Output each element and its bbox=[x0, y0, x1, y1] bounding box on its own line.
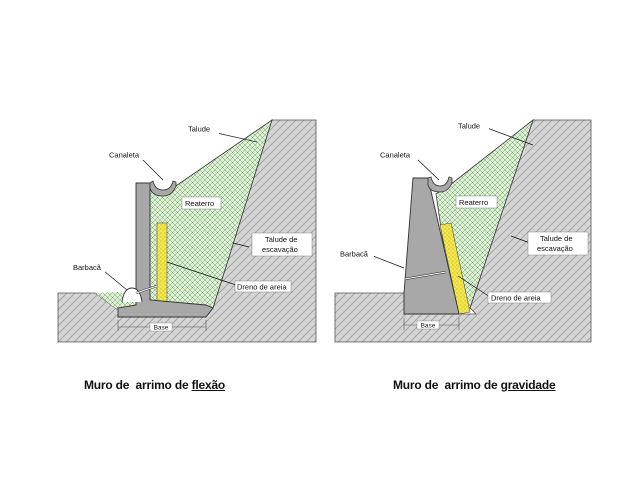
right-talude-label: Talude bbox=[458, 122, 480, 131]
right-talude-escavacao-line1: Talude de bbox=[540, 234, 573, 243]
left-concrete-wall bbox=[117, 182, 214, 318]
left-barbaca bbox=[121, 287, 143, 303]
left-canaleta bbox=[149, 180, 177, 197]
right-barbaca-label: Barbacã bbox=[340, 250, 369, 259]
right-dreno-label: Dreno de areia bbox=[491, 294, 541, 303]
left-talude-escavacao-line1: Talude de bbox=[265, 235, 298, 244]
right-talude-escavacao-line2: escavação bbox=[537, 244, 573, 253]
right-base-label: Base bbox=[421, 323, 436, 330]
right-canaleta-label: Canaleta bbox=[380, 151, 411, 160]
right-caption-key: gravidade bbox=[500, 378, 556, 392]
left-caption-key: flexão bbox=[191, 378, 226, 392]
right-panel: Base Talude Canaleta Reaterro Talude de … bbox=[334, 118, 592, 343]
right-caption-prefix: Muro de arrimo de bbox=[393, 378, 501, 392]
right-caption: Muro de arrimo de gravidade bbox=[393, 378, 556, 392]
left-talude-label: Talude bbox=[188, 125, 210, 134]
left-panel: Base Talude Canaleta Reaterro Talude de … bbox=[57, 119, 317, 343]
left-canaleta-label: Canaleta bbox=[109, 151, 140, 160]
left-barbaca-label: Barbacã bbox=[73, 263, 102, 272]
left-sand-drain bbox=[156, 222, 168, 304]
left-caption: Muro de arrimo de flexão bbox=[84, 378, 225, 392]
left-talude-escavacao-line2: escavação bbox=[262, 245, 298, 254]
left-dreno-label: Dreno de areia bbox=[237, 283, 287, 292]
right-concrete-wall bbox=[403, 177, 460, 315]
left-caption-prefix: Muro de arrimo de bbox=[84, 378, 192, 392]
left-base-label: Base bbox=[154, 325, 169, 332]
left-reaterro-label: Reaterro bbox=[185, 199, 214, 208]
right-soil bbox=[334, 119, 592, 343]
right-canaleta bbox=[427, 176, 453, 193]
right-reaterro-label: Reaterro bbox=[459, 198, 488, 207]
